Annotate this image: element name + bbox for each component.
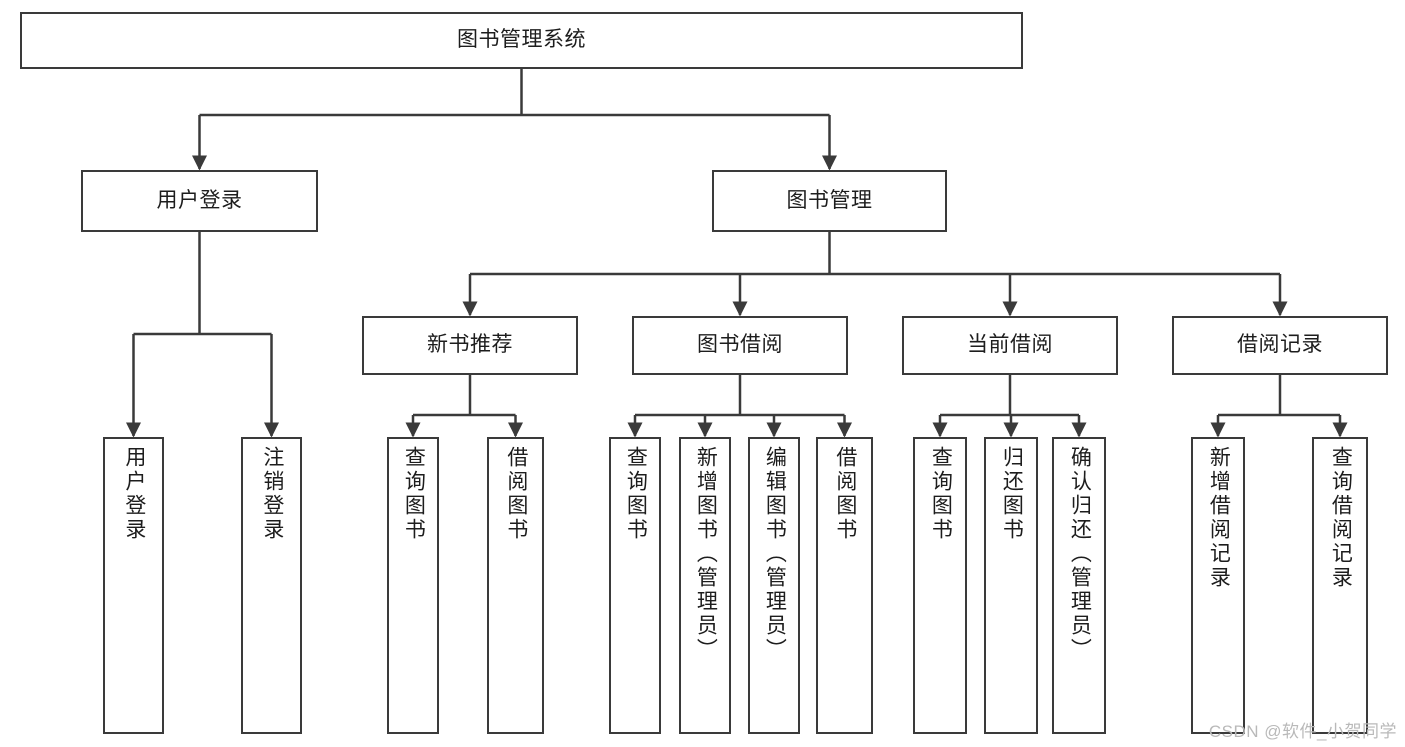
node-label: 确认归还（管理员） <box>1068 446 1092 662</box>
node-label: 当前借阅 <box>967 333 1053 357</box>
node-current-borrow[interactable]: 当前借阅 <box>902 316 1118 375</box>
node-label: 借阅图书 <box>504 446 528 542</box>
node-new-book-rec[interactable]: 新书推荐 <box>362 316 578 375</box>
node-label: 借阅图书 <box>833 446 857 542</box>
node-label: 新增借阅记录 <box>1207 446 1231 590</box>
node-label: 注销登录 <box>260 446 284 542</box>
node-book-manage[interactable]: 图书管理 <box>712 170 947 232</box>
node-label: 图书借阅 <box>697 333 783 357</box>
node-label: 借阅记录 <box>1237 333 1323 357</box>
node-leaf-user-login[interactable]: 用户登录 <box>103 437 164 734</box>
node-label: 用户登录 <box>122 446 146 542</box>
node-label: 查询图书 <box>624 446 648 542</box>
node-leaf-logout[interactable]: 注销登录 <box>241 437 302 734</box>
node-leaf-query-book-1[interactable]: 查询图书 <box>387 437 439 734</box>
node-label: 图书管理 <box>786 188 873 212</box>
node-label: 查询图书 <box>929 446 953 542</box>
node-leaf-edit-book[interactable]: 编辑图书（管理员） <box>748 437 800 734</box>
node-label: 查询图书 <box>402 446 426 542</box>
node-user-login[interactable]: 用户登录 <box>81 170 318 232</box>
node-leaf-borrow-book-2[interactable]: 借阅图书 <box>816 437 873 734</box>
node-leaf-borrow-book-1[interactable]: 借阅图书 <box>487 437 544 734</box>
node-label: 新书推荐 <box>427 333 513 357</box>
node-leaf-add-book[interactable]: 新增图书（管理员） <box>679 437 731 734</box>
csdn-watermark: CSDN @软件_小贺同学 <box>1208 722 1397 741</box>
node-leaf-query-record[interactable]: 查询借阅记录 <box>1312 437 1368 734</box>
node-label: 用户登录 <box>156 188 243 212</box>
node-label: 新增图书（管理员） <box>694 446 718 662</box>
node-borrow-record[interactable]: 借阅记录 <box>1172 316 1388 375</box>
node-leaf-query-book-3[interactable]: 查询图书 <box>913 437 967 734</box>
node-leaf-query-book-2[interactable]: 查询图书 <box>609 437 661 734</box>
node-leaf-add-record[interactable]: 新增借阅记录 <box>1191 437 1245 734</box>
node-root[interactable]: 图书管理系统 <box>20 12 1023 69</box>
node-label: 归还图书 <box>1000 446 1024 542</box>
node-label: 编辑图书（管理员） <box>763 446 787 662</box>
node-leaf-confirm-return[interactable]: 确认归还（管理员） <box>1052 437 1106 734</box>
node-label: 图书管理系统 <box>457 28 586 52</box>
node-label: 查询借阅记录 <box>1329 446 1353 590</box>
node-book-borrow[interactable]: 图书借阅 <box>632 316 848 375</box>
node-leaf-return-book[interactable]: 归还图书 <box>984 437 1038 734</box>
